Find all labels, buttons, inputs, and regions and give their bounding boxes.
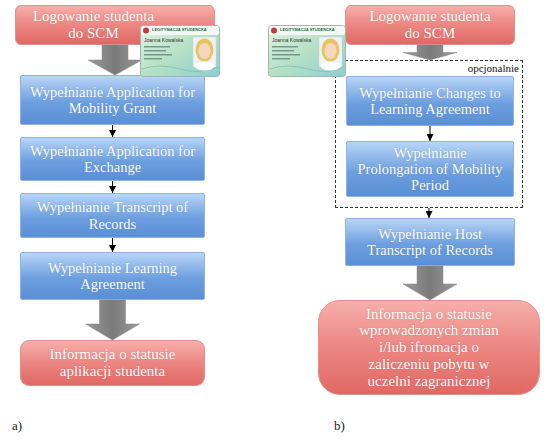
status-box: Informacja o statusie wprowadzonych zmia… bbox=[318, 300, 540, 395]
card-text: LEGITYMACJA STUDENCKA bbox=[152, 28, 207, 32]
card-graphic bbox=[268, 25, 346, 77]
photo-shoulders bbox=[195, 62, 215, 71]
box-text: Logowanie studenta do SCM bbox=[28, 8, 159, 42]
status-box: Informacja o statusie aplikacji studenta bbox=[20, 340, 205, 386]
photo-shoulders bbox=[321, 62, 341, 71]
box-text: Wypełnianie Host Transcript of Records bbox=[354, 226, 506, 258]
photo-face bbox=[199, 43, 211, 59]
card-body bbox=[269, 26, 346, 77]
card-emblem bbox=[143, 28, 149, 34]
box-text: Wypełnianie Application for Mobility Gra… bbox=[29, 84, 196, 116]
photo-face bbox=[325, 43, 337, 59]
card-line bbox=[144, 58, 162, 60]
card-header bbox=[269, 26, 345, 35]
optional-group: opcjonalnieWypełnianie Changes to Learni… bbox=[335, 60, 523, 208]
box-text: Informacja o statusie aplikacji studenta bbox=[41, 346, 184, 380]
flow-arrow-line bbox=[112, 181, 113, 193]
student-id-card: LEGITYMACJA STUDENCKA Joanna Kowalska bbox=[140, 25, 220, 77]
process-box: Wypełnianie Changes to Learning Agreemen… bbox=[346, 76, 514, 126]
process-box: Wypełnianie Application for Mobility Gra… bbox=[20, 75, 205, 125]
block-arrow bbox=[86, 300, 140, 340]
card-line bbox=[144, 50, 166, 52]
block-arrow bbox=[88, 45, 142, 75]
flow-arrow bbox=[430, 126, 431, 141]
box-text: Wypełnianie Prolongation of Mobility Per… bbox=[355, 145, 505, 194]
process-box: Wypełnianie Prolongation of Mobility Per… bbox=[346, 141, 514, 197]
process-box: Wypełnianie Host Transcript of Records bbox=[345, 218, 515, 266]
flow-arrow-line bbox=[430, 126, 431, 141]
process-box: Wypełnianie Transcript of Records bbox=[20, 193, 205, 238]
login-box: Logowanie studenta do SCM bbox=[345, 5, 515, 45]
box-text: Wypełnianie Learning Agreement bbox=[29, 260, 196, 292]
panel-label: a) bbox=[12, 418, 22, 434]
block-arrow-shape bbox=[403, 266, 457, 300]
card-line bbox=[144, 46, 170, 48]
card-emblem bbox=[271, 28, 277, 34]
card-line bbox=[272, 58, 290, 60]
card-graphic bbox=[140, 25, 220, 77]
flow-arrow-line bbox=[112, 125, 113, 137]
process-box: Wypełnianie Application for Exchange bbox=[20, 137, 205, 181]
flow-arrow-line bbox=[429, 208, 430, 218]
flow-arrow-line bbox=[112, 238, 113, 252]
block-arrow-shape bbox=[88, 45, 142, 75]
card-line bbox=[272, 54, 300, 56]
card-text: Joanna Kowalska bbox=[272, 38, 311, 43]
card-line bbox=[272, 50, 294, 52]
box-text: Wypełnianie Changes to Learning Agreemen… bbox=[355, 85, 505, 117]
card-line bbox=[144, 54, 172, 56]
panel-label: b) bbox=[334, 418, 345, 434]
card-text: Joanna Kowalska bbox=[144, 38, 183, 43]
photo-hair bbox=[196, 39, 214, 62]
block-arrow-shape bbox=[86, 300, 140, 340]
box-text: Wypełnianie Application for Exchange bbox=[29, 143, 196, 175]
card-header bbox=[141, 26, 219, 35]
student-id-card: LEGITYMACJA STUDENCKA Joanna Kowalska bbox=[268, 25, 346, 77]
flow-arrow bbox=[112, 238, 113, 252]
group-label: opcjonalnie bbox=[468, 62, 519, 74]
photo-hair bbox=[322, 39, 340, 62]
card-text: LEGITYMACJA STUDENCKA bbox=[280, 28, 335, 32]
process-box: Wypełnianie Learning Agreement bbox=[20, 252, 205, 300]
block-arrow-shape bbox=[403, 45, 457, 60]
block-arrow bbox=[403, 266, 457, 300]
flow-arrow bbox=[112, 181, 113, 193]
flow-arrow bbox=[429, 208, 430, 218]
flow-arrow bbox=[112, 125, 113, 137]
box-text: Wypełnianie Transcript of Records bbox=[29, 199, 196, 231]
block-arrow bbox=[403, 45, 457, 60]
card-body bbox=[141, 26, 220, 77]
card-line bbox=[272, 46, 298, 48]
box-text: Informacja o statusie wprowadzonych zmia… bbox=[355, 306, 503, 390]
box-text: Logowanie studenta do SCM bbox=[361, 8, 499, 42]
